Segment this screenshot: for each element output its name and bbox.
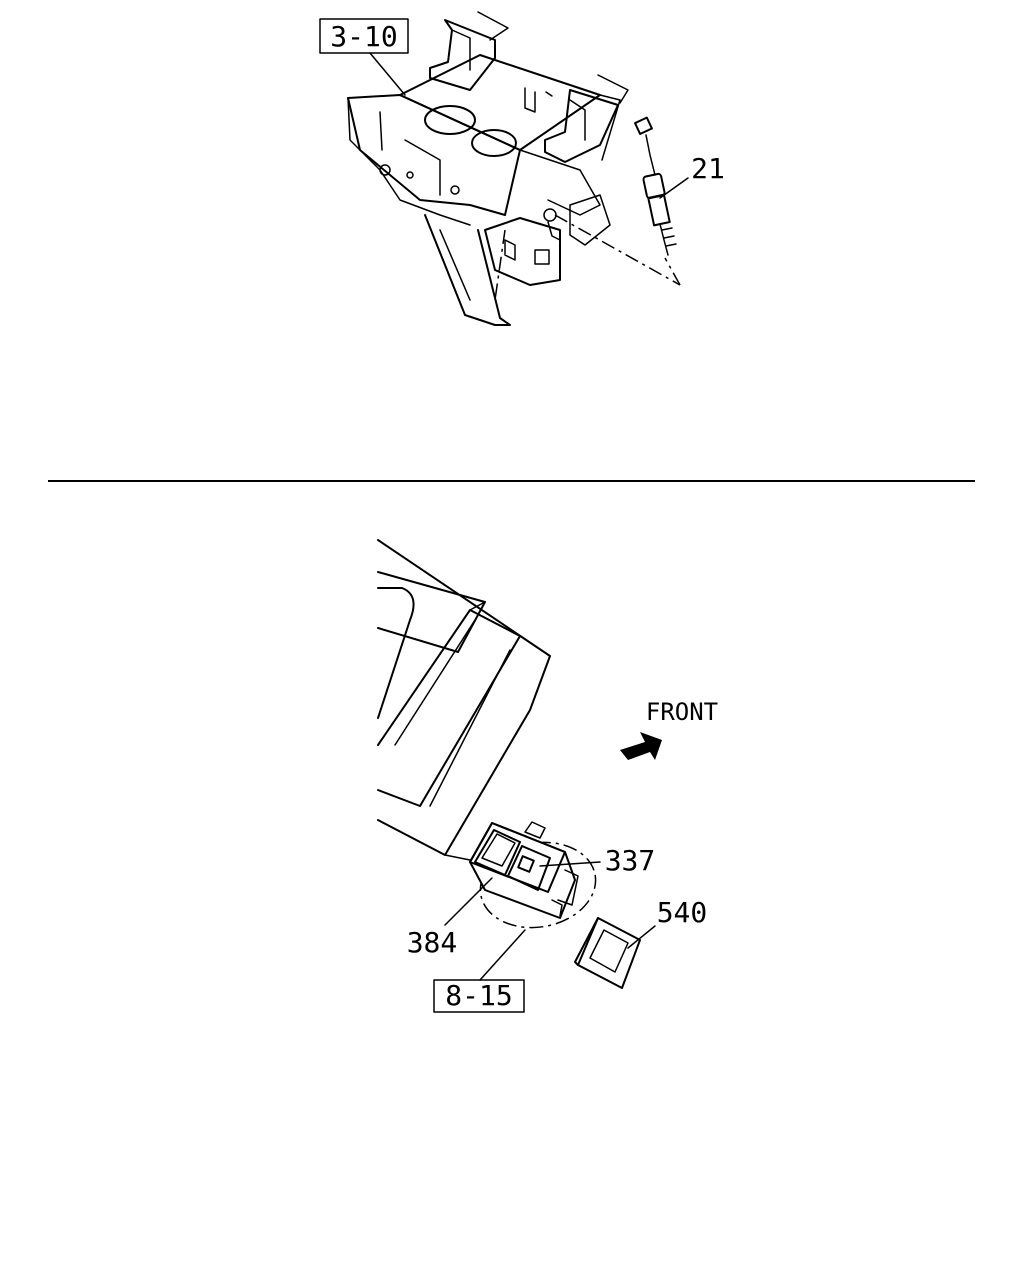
ref-box-3-10-leader xyxy=(369,52,406,96)
ref-box-8-15-leader xyxy=(479,929,526,981)
ref-box-8-15[interactable]: 8-15 xyxy=(433,979,525,1013)
callout-540-leader xyxy=(627,925,656,949)
callout-21: 21 xyxy=(691,152,725,185)
callout-21-leader xyxy=(659,177,689,199)
callout-337-leader xyxy=(539,861,601,867)
blank-cover-part xyxy=(574,917,641,989)
ref-box-3-10[interactable]: 3-10 xyxy=(319,18,409,54)
callout-384: 384 xyxy=(407,926,458,959)
ref-box-3-10-label: 3-10 xyxy=(330,20,397,53)
callout-540: 540 xyxy=(657,896,708,929)
switch-assembly-part xyxy=(469,821,597,929)
front-arrow-icon xyxy=(620,732,662,760)
temperature-sensor-part xyxy=(634,116,677,256)
dashboard-panel-drawing xyxy=(377,539,551,861)
bracket-assembly-drawing xyxy=(347,11,681,326)
ref-box-8-15-label: 8-15 xyxy=(445,979,512,1012)
callout-384-leader xyxy=(444,877,493,926)
callout-337: 337 xyxy=(605,844,656,877)
front-label: FRONT xyxy=(646,698,718,726)
